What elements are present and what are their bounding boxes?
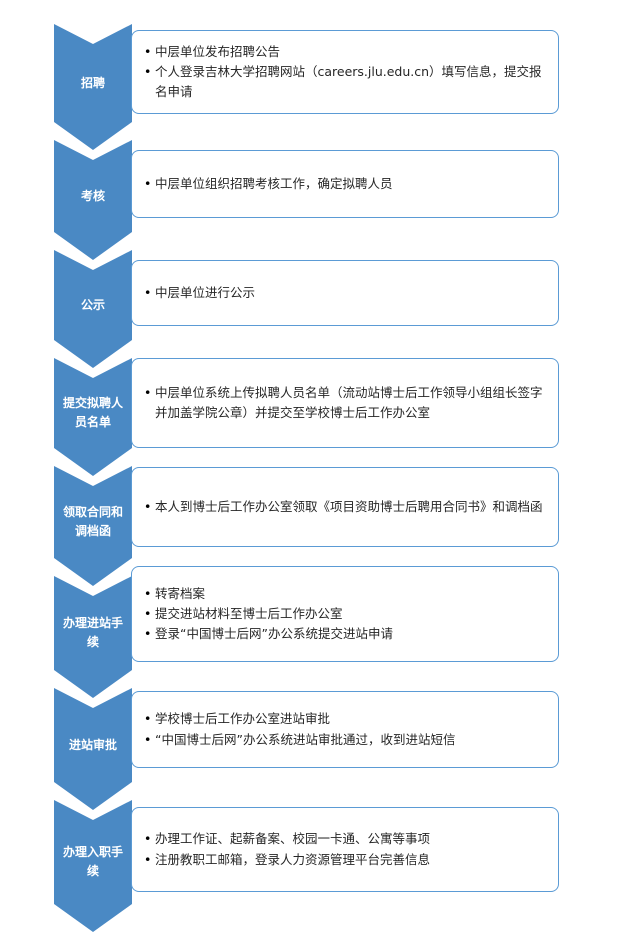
bullet-text: 中层单位系统上传拟聘人员名单（流动站博士后工作领导小组组长签字并加盖学院公章）并… <box>155 384 543 420</box>
bullet-marker: • <box>144 175 152 191</box>
bullet-text: “中国博士后网”办公系统进站审批通过，收到进站短信 <box>155 731 456 747</box>
bullet-text: 中层单位组织招聘考核工作，确定拟聘人员 <box>155 175 393 191</box>
bullet-marker: • <box>144 284 152 300</box>
bullet-marker: • <box>144 831 152 847</box>
step-detail-box: • 本人到博士后工作办公室领取《项目资助博士后聘用合同书》和调档函 <box>131 467 559 547</box>
bullet-text: 办理工作证、起薪备案、校园一卡通、公寓等事项 <box>155 831 431 847</box>
step-label: 领取合同和调档函 <box>62 505 123 538</box>
step-label: 办理进站手续 <box>62 616 123 649</box>
bullet-marker: • <box>144 851 152 867</box>
step-detail-box: • 中层单位进行公示 <box>131 260 559 326</box>
bullet-text: 个人登录吉林大学招聘网站（careers.jlu.edu.cn）填写信息，提交报… <box>155 63 542 100</box>
bullet-marker: • <box>144 384 152 400</box>
bullet-text: 提交进站材料至博士后工作办公室 <box>155 605 343 621</box>
bullet-marker: • <box>144 63 152 79</box>
step-detail-box: • 中层单位发布招聘公告 • 个人登录吉林大学招聘网站（careers.jlu.… <box>131 30 559 114</box>
step-chevron: 办理入职手续 <box>54 800 132 932</box>
step-detail-box: • 学校博士后工作办公室进站审批 • “中国博士后网”办公系统进站审批通过，收到… <box>131 691 559 768</box>
step-label: 办理入职手续 <box>62 845 123 878</box>
step-label: 考核 <box>80 188 105 203</box>
bullet-item: • 中层单位进行公示 <box>144 283 548 303</box>
bullet-item: • 登录“中国博士后网”办公系统提交进站申请 <box>144 624 548 644</box>
bullet-item: • 学校博士后工作办公室进站审批 <box>144 709 548 729</box>
bullet-marker: • <box>144 626 152 642</box>
step-detail-box: • 中层单位系统上传拟聘人员名单（流动站博士后工作领导小组组长签字并加盖学院公章… <box>131 358 559 448</box>
bullet-text: 中层单位进行公示 <box>155 284 256 300</box>
step-detail-box: • 办理工作证、起薪备案、校园一卡通、公寓等事项 • 注册教职工邮箱，登录人力资… <box>131 807 559 892</box>
bullet-item: • 提交进站材料至博士后工作办公室 <box>144 604 548 624</box>
bullet-marker: • <box>144 731 152 747</box>
bullet-item: • 注册教职工邮箱，登录人力资源管理平台完善信息 <box>144 850 548 870</box>
bullet-marker: • <box>144 43 152 59</box>
step-label: 提交拟聘人员名单 <box>62 396 123 429</box>
step-chevron: 办理进站手续 <box>54 576 132 698</box>
bullet-text: 注册教职工邮箱，登录人力资源管理平台完善信息 <box>155 851 431 867</box>
bullet-text: 学校博士后工作办公室进站审批 <box>155 711 331 727</box>
step-label: 公示 <box>80 297 105 312</box>
bullet-text: 登录“中国博士后网”办公系统提交进站申请 <box>155 626 393 642</box>
bullet-marker: • <box>144 585 152 601</box>
bullet-item: • 中层单位组织招聘考核工作，确定拟聘人员 <box>144 174 548 194</box>
bullet-text: 转寄档案 <box>155 585 206 601</box>
bullet-item: • 办理工作证、起薪备案、校园一卡通、公寓等事项 <box>144 829 548 849</box>
step-detail-box: • 中层单位组织招聘考核工作，确定拟聘人员 <box>131 150 559 218</box>
bullet-marker: • <box>144 711 152 727</box>
bullet-item: • “中国博士后网”办公系统进站审批通过，收到进站短信 <box>144 730 548 750</box>
step-detail-box: • 转寄档案 • 提交进站材料至博士后工作办公室 • 登录“中国博士后网”办公系… <box>131 566 559 662</box>
bullet-text: 本人到博士后工作办公室领取《项目资助博士后聘用合同书》和调档函 <box>155 498 543 514</box>
step-chevron: 公示 <box>54 250 132 368</box>
step-label: 招聘 <box>80 75 105 90</box>
bullet-text: 中层单位发布招聘公告 <box>155 43 281 59</box>
bullet-item: • 中层单位发布招聘公告 <box>144 42 548 62</box>
bullet-marker: • <box>144 605 152 621</box>
bullet-item: • 本人到博士后工作办公室领取《项目资助博士后聘用合同书》和调档函 <box>144 497 548 517</box>
bullet-item: • 个人登录吉林大学招聘网站（careers.jlu.edu.cn）填写信息，提… <box>144 62 548 103</box>
step-chevron: 领取合同和调档函 <box>54 466 132 586</box>
step-chevron: 提交拟聘人员名单 <box>54 358 132 476</box>
bullet-marker: • <box>144 498 152 514</box>
step-chevron: 招聘 <box>54 24 132 150</box>
bullet-item: • 中层单位系统上传拟聘人员名单（流动站博士后工作领导小组组长签字并加盖学院公章… <box>144 383 548 424</box>
step-chevron: 考核 <box>54 140 132 260</box>
step-chevron: 进站审批 <box>54 688 132 810</box>
bullet-item: • 转寄档案 <box>144 584 548 604</box>
step-label: 进站审批 <box>68 737 117 752</box>
